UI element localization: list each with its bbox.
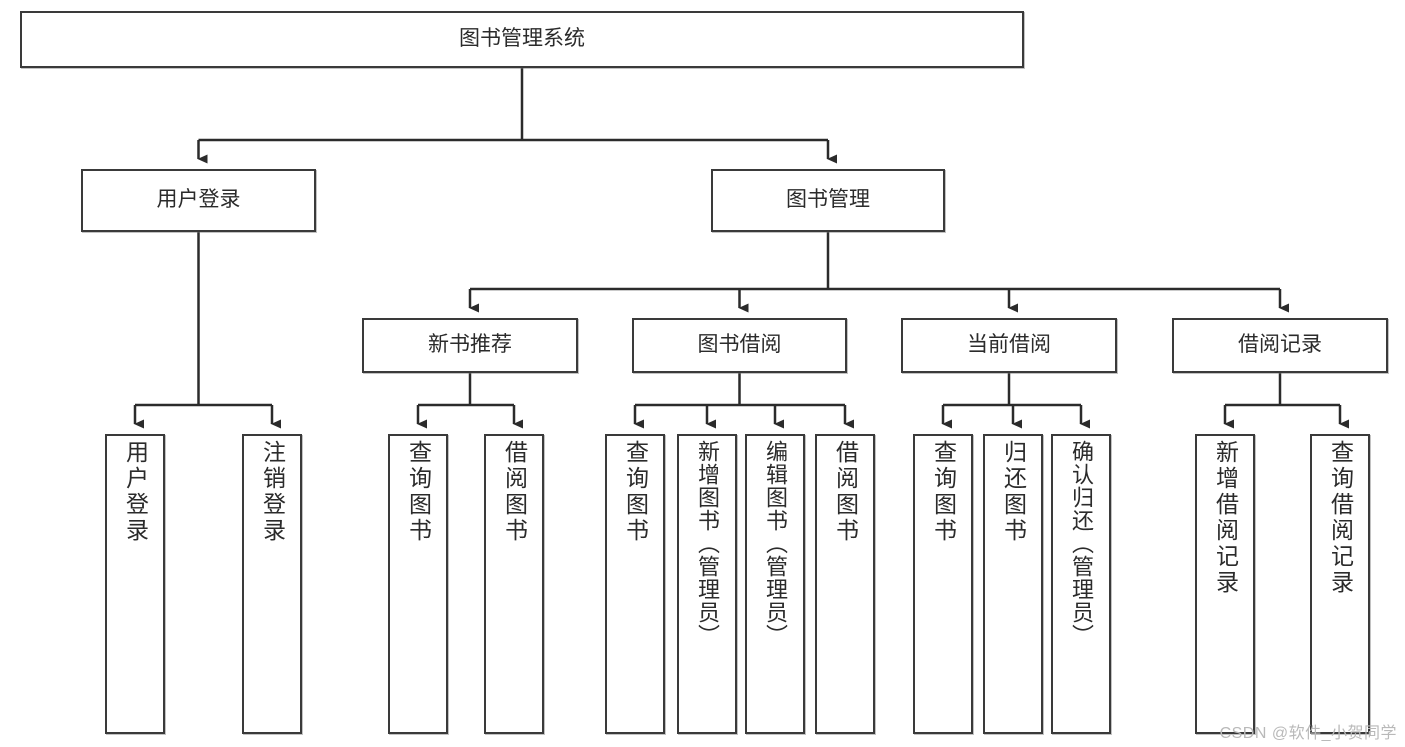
node-label: 用户登录 bbox=[122, 440, 149, 544]
node-label: 借阅图书 bbox=[832, 440, 859, 544]
node-label: 新书推荐 bbox=[428, 333, 512, 357]
node-book-manage[interactable]: 图书管理 bbox=[711, 169, 945, 232]
node-leaf-query-book-rec[interactable]: 查询图书 bbox=[388, 434, 448, 734]
node-leaf-edit-book[interactable]: 编辑图书（管理员） bbox=[745, 434, 805, 734]
node-label: 用户登录 bbox=[156, 188, 241, 212]
node-label: 新增借阅记录 bbox=[1212, 440, 1239, 596]
node-label: 查询借阅记录 bbox=[1327, 440, 1354, 596]
node-label: 当前借阅 bbox=[967, 333, 1051, 357]
node-leaf-user-login[interactable]: 用户登录 bbox=[105, 434, 165, 734]
watermark-text: CSDN @软件_小贺同学 bbox=[1219, 725, 1397, 742]
node-label: 图书管理 bbox=[786, 188, 870, 212]
node-label: 查询图书 bbox=[622, 440, 649, 544]
node-borrow-record[interactable]: 借阅记录 bbox=[1172, 318, 1388, 373]
node-current-borrow[interactable]: 当前借阅 bbox=[901, 318, 1117, 373]
node-label: 图书管理系统 bbox=[459, 27, 585, 51]
node-leaf-add-record[interactable]: 新增借阅记录 bbox=[1195, 434, 1255, 734]
node-label: 新增图书（管理员） bbox=[695, 440, 720, 647]
node-book-borrow[interactable]: 图书借阅 bbox=[632, 318, 847, 373]
node-label: 归还图书 bbox=[1000, 440, 1027, 544]
node-label: 借阅记录 bbox=[1238, 333, 1322, 357]
node-leaf-return-book[interactable]: 归还图书 bbox=[983, 434, 1043, 734]
node-leaf-user-logout[interactable]: 注销登录 bbox=[242, 434, 302, 734]
node-label: 确认归还（管理员） bbox=[1069, 440, 1094, 647]
node-label: 注销登录 bbox=[259, 440, 286, 544]
node-label: 图书借阅 bbox=[697, 333, 782, 357]
node-label: 借阅图书 bbox=[501, 440, 528, 544]
node-leaf-confirm-return[interactable]: 确认归还（管理员） bbox=[1051, 434, 1111, 734]
node-label: 查询图书 bbox=[930, 440, 957, 544]
node-leaf-query-record[interactable]: 查询借阅记录 bbox=[1310, 434, 1370, 734]
node-leaf-borrow-book[interactable]: 借阅图书 bbox=[815, 434, 875, 734]
node-leaf-borrow-book-rec[interactable]: 借阅图书 bbox=[484, 434, 544, 734]
node-leaf-query-book-borrow[interactable]: 查询图书 bbox=[605, 434, 665, 734]
node-root[interactable]: 图书管理系统 bbox=[20, 11, 1024, 68]
node-leaf-query-book-cur[interactable]: 查询图书 bbox=[913, 434, 973, 734]
edge-group bbox=[133, 68, 1349, 429]
node-label: 编辑图书（管理员） bbox=[763, 440, 788, 647]
node-user-login[interactable]: 用户登录 bbox=[81, 169, 316, 232]
node-new-book-rec[interactable]: 新书推荐 bbox=[362, 318, 578, 373]
node-leaf-add-book[interactable]: 新增图书（管理员） bbox=[677, 434, 737, 734]
node-label: 查询图书 bbox=[405, 440, 432, 544]
